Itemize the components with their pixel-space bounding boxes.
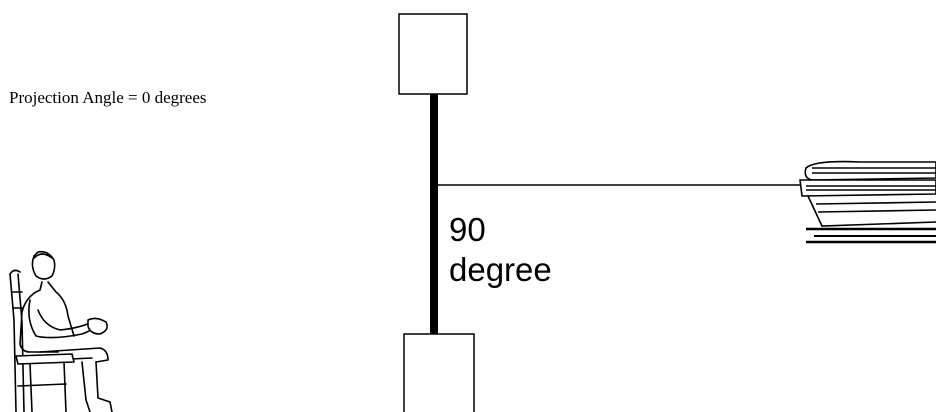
bottom-screen-box	[403, 333, 475, 412]
overhead-projector-icon	[799, 160, 936, 244]
angle-label-unit: degree	[449, 251, 552, 288]
top-screen-box	[398, 13, 468, 95]
projection-angle-caption: Projection Angle = 0 degrees	[9, 88, 207, 107]
angle-label-value: 90	[449, 211, 486, 248]
angle-label: 90 degree	[449, 210, 552, 290]
screen-edge-bar	[430, 94, 438, 334]
seated-person-icon	[9, 250, 113, 412]
